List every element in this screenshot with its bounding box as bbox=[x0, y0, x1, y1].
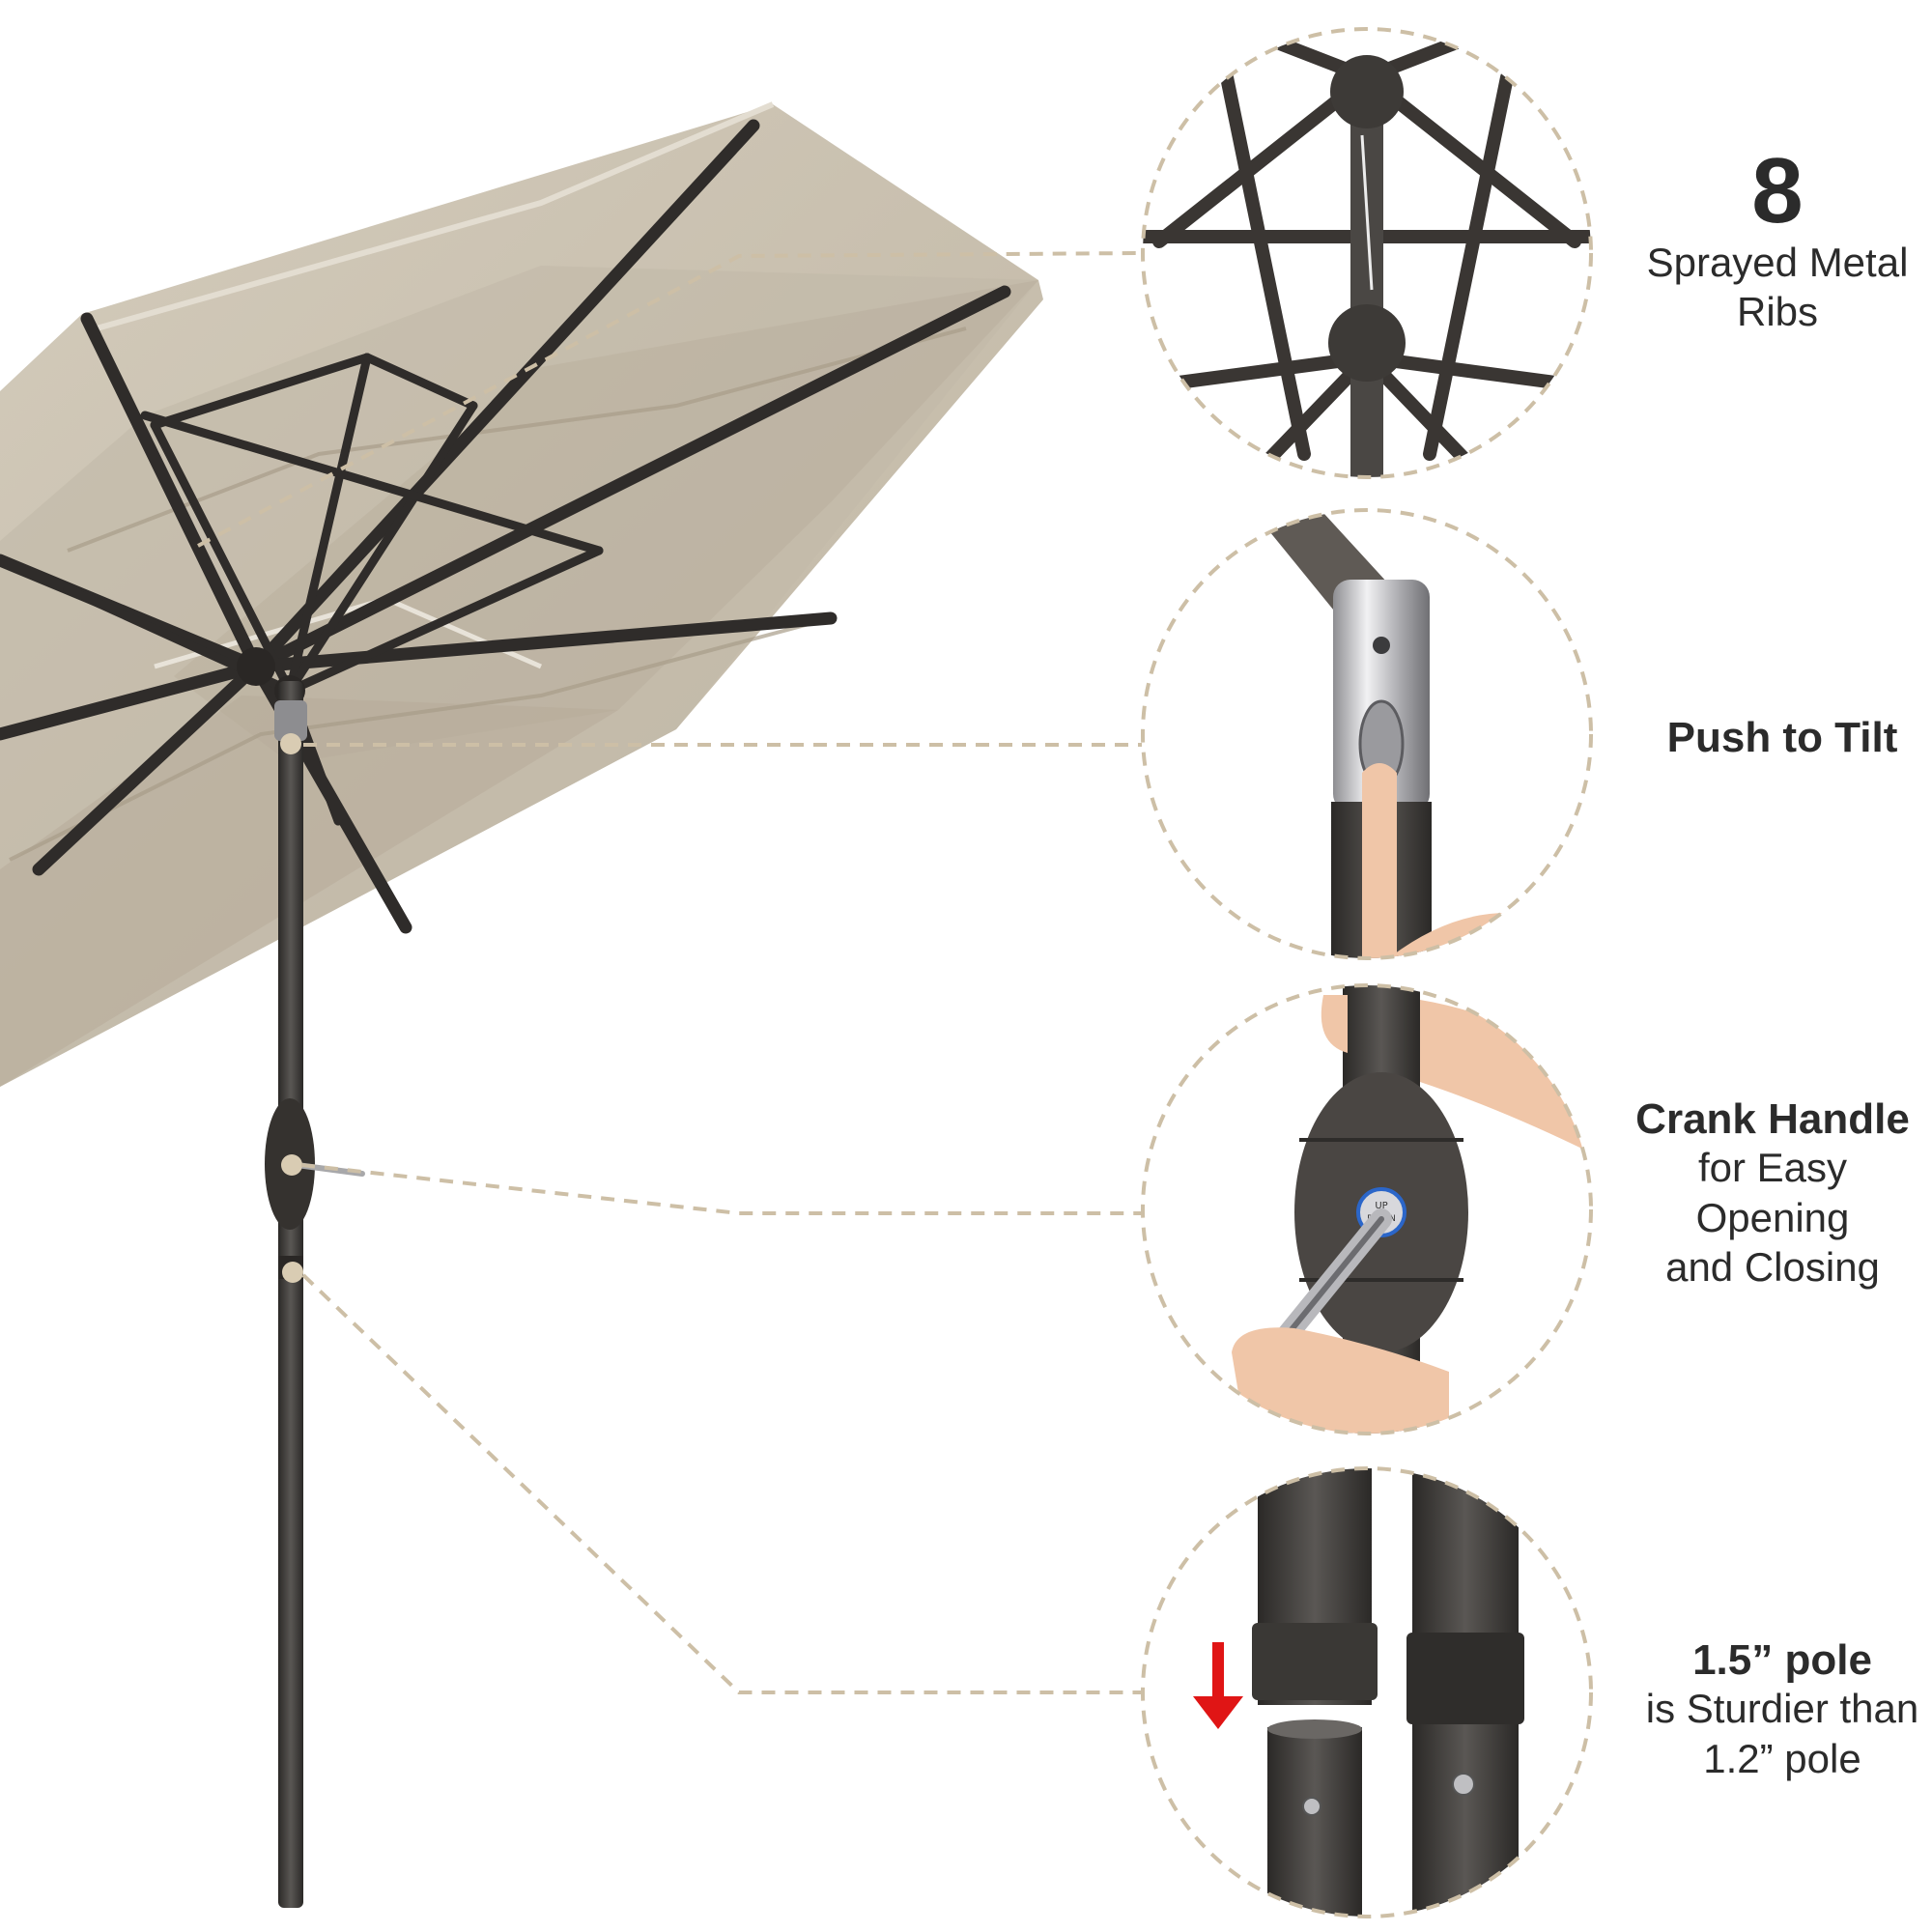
feature-ribs-label: 8 Sprayed Metal Ribs bbox=[1623, 145, 1932, 336]
umbrella bbox=[0, 101, 1043, 1908]
crank-description-line-3: and Closing bbox=[1665, 1243, 1880, 1290]
crank-up-marking: UP bbox=[1375, 1201, 1387, 1211]
feature-pole-label: 1.5” pole is Sturdier than 1.2” pole bbox=[1633, 1636, 1932, 1783]
callout-pole bbox=[1141, 1466, 1593, 1918]
rib-description-line-1: Sprayed Metal bbox=[1646, 240, 1909, 285]
rib-description-line-2: Ribs bbox=[1736, 289, 1819, 335]
pole-description-line-2: 1.2” pole bbox=[1703, 1735, 1861, 1781]
feature-crank-label: Crank Handle for Easy Opening and Closin… bbox=[1613, 1095, 1932, 1292]
crank-description-line-1: for Easy bbox=[1697, 1145, 1848, 1191]
feature-tilt-label: Push to Tilt bbox=[1633, 714, 1932, 761]
down-arrow-icon bbox=[1193, 1642, 1243, 1729]
crank-title: Crank Handle bbox=[1635, 1095, 1910, 1143]
callout-crank: UP DOWN bbox=[1141, 983, 1593, 1435]
crank-description-line-2: Opening bbox=[1695, 1194, 1850, 1240]
rib-count: 8 bbox=[1751, 139, 1804, 242]
callout-tilt bbox=[1141, 508, 1593, 960]
umbrella-pole bbox=[278, 681, 303, 1908]
tilt-title: Push to Tilt bbox=[1666, 714, 1898, 761]
callout-ribs bbox=[1141, 27, 1593, 479]
pole-title: 1.5” pole bbox=[1692, 1636, 1872, 1684]
callout-leader-lines bbox=[197, 251, 1142, 1694]
pole-description-line-1: is Sturdier than bbox=[1645, 1686, 1919, 1732]
